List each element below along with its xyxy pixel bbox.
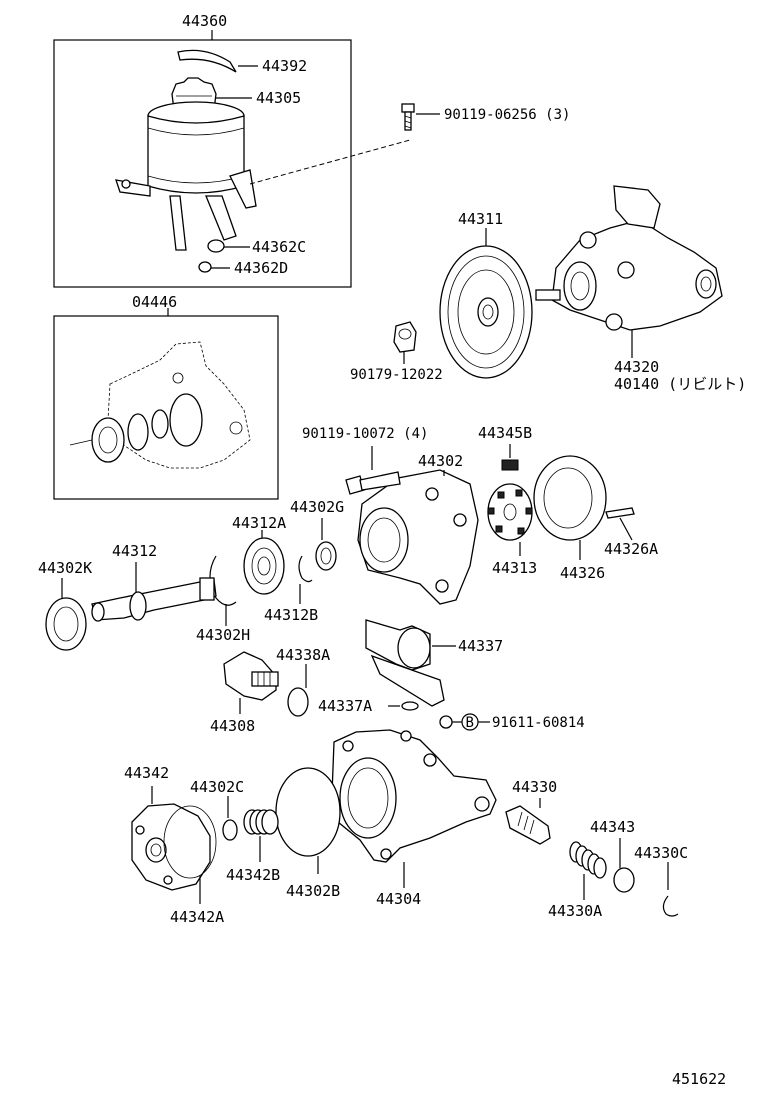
label-bolt-90119-10072: 90119-10072 (4) (302, 426, 428, 442)
label-44392: 44392 (262, 57, 307, 75)
reservoir-hose-44392[interactable] (177, 49, 237, 73)
label-44302K: 44302K (38, 559, 92, 577)
gasket-kit-oring[interactable] (169, 393, 203, 447)
label-44337: 44337 (458, 637, 503, 655)
label-44362C: 44362C (252, 238, 306, 256)
label-44343: 44343 (590, 818, 635, 836)
front-bracket-44302[interactable] (357, 469, 479, 605)
label-44338A: 44338A (276, 646, 330, 664)
reservoir-tank-body[interactable] (147, 115, 245, 194)
spring-44330A[interactable] (569, 841, 607, 900)
plug-44343[interactable] (613, 838, 635, 893)
label-44302G: 44302G (290, 498, 344, 516)
label-nut-90179-12022: 90179-12022 (350, 367, 443, 383)
label-44320: 44320 (614, 358, 659, 376)
label-44312: 44312 (112, 542, 157, 560)
label-44362D: 44362D (234, 259, 288, 277)
label-04446: 04446 (132, 293, 177, 311)
reservoir-outlet-pipe (229, 169, 257, 209)
shaft-44312[interactable] (91, 562, 217, 622)
label-44342B: 44342B (226, 866, 280, 884)
o-ring-44302B[interactable] (275, 767, 341, 874)
pin-44326A[interactable] (605, 507, 635, 541)
bearing-44312A[interactable] (243, 530, 285, 595)
label-44342A: 44342A (170, 908, 224, 926)
label-44360: 44360 (182, 12, 227, 30)
label-44305: 44305 (256, 89, 301, 107)
label-44312A: 44312A (232, 514, 286, 532)
reservoir-group (53, 30, 411, 288)
key-44345B[interactable] (501, 444, 519, 471)
union-44337[interactable] (365, 619, 456, 707)
o-ring-44302C[interactable] (222, 796, 238, 841)
reservoir-group-box (53, 39, 352, 288)
bolt-91611-60814[interactable] (439, 713, 490, 731)
pump-assembly-44320[interactable] (535, 185, 723, 358)
bolt-90119-06256[interactable] (401, 103, 440, 131)
nut-90179-12022[interactable] (393, 321, 417, 364)
label-44304: 44304 (376, 890, 421, 908)
label-44308: 44308 (210, 717, 255, 735)
label-44312B: 44312B (264, 606, 318, 624)
valve-44308[interactable] (223, 651, 279, 714)
label-40140: 40140 (リビルト) (614, 375, 746, 393)
label-44330C: 44330C (634, 844, 688, 862)
seal-44302G[interactable] (315, 518, 337, 571)
rear-cover-44342[interactable] (131, 786, 211, 891)
label-44313: 44313 (492, 559, 537, 577)
pump-housing-44304[interactable] (331, 729, 497, 888)
valve-44330[interactable] (505, 798, 551, 845)
gasket-kit-housing-outline (107, 341, 251, 469)
spring-44342B[interactable] (243, 809, 279, 862)
label-91611-60814: 91611-60814 (492, 715, 585, 731)
o-ring-44338A[interactable] (287, 664, 309, 717)
label-44302B: 44302B (286, 882, 340, 900)
label-44330A: 44330A (548, 902, 602, 920)
label-44330: 44330 (512, 778, 557, 796)
label-44311: 44311 (458, 210, 503, 228)
cam-ring-44326[interactable] (533, 455, 607, 560)
label-ref-b: B (466, 715, 474, 731)
label-bolt-90119-06256: 90119-06256 (3) (444, 107, 570, 123)
label-44337A: 44337A (318, 697, 372, 715)
snap-ring-44330C[interactable] (662, 862, 679, 917)
rotor-44313[interactable] (487, 483, 533, 556)
snap-ring-44312B[interactable] (298, 555, 313, 604)
pulley-44311[interactable] (439, 228, 533, 379)
fitting-44362D[interactable] (198, 261, 212, 273)
o-ring-44342A[interactable] (163, 805, 217, 904)
bolt-90119-10072[interactable] (345, 446, 401, 495)
gasket-kit-box (53, 315, 279, 500)
fitting-44362C[interactable] (207, 239, 225, 253)
label-44302C: 44302C (190, 778, 244, 796)
gasket-kit-seal[interactable] (91, 417, 125, 463)
label-44302H: 44302H (196, 626, 250, 644)
label-44342: 44342 (124, 764, 169, 782)
label-44302: 44302 (418, 452, 463, 470)
reservoir-bracket (115, 179, 151, 197)
oil-seal-44302K[interactable] (45, 578, 87, 651)
gasket-kit-group (53, 308, 279, 500)
label-44326: 44326 (560, 564, 605, 582)
figure-number: 451622 (672, 1070, 726, 1088)
o-ring-44337A[interactable] (388, 701, 419, 711)
label-44326A: 44326A (604, 540, 658, 558)
label-44345B: 44345B (478, 424, 532, 442)
snap-ring-44302H[interactable] (209, 555, 237, 626)
